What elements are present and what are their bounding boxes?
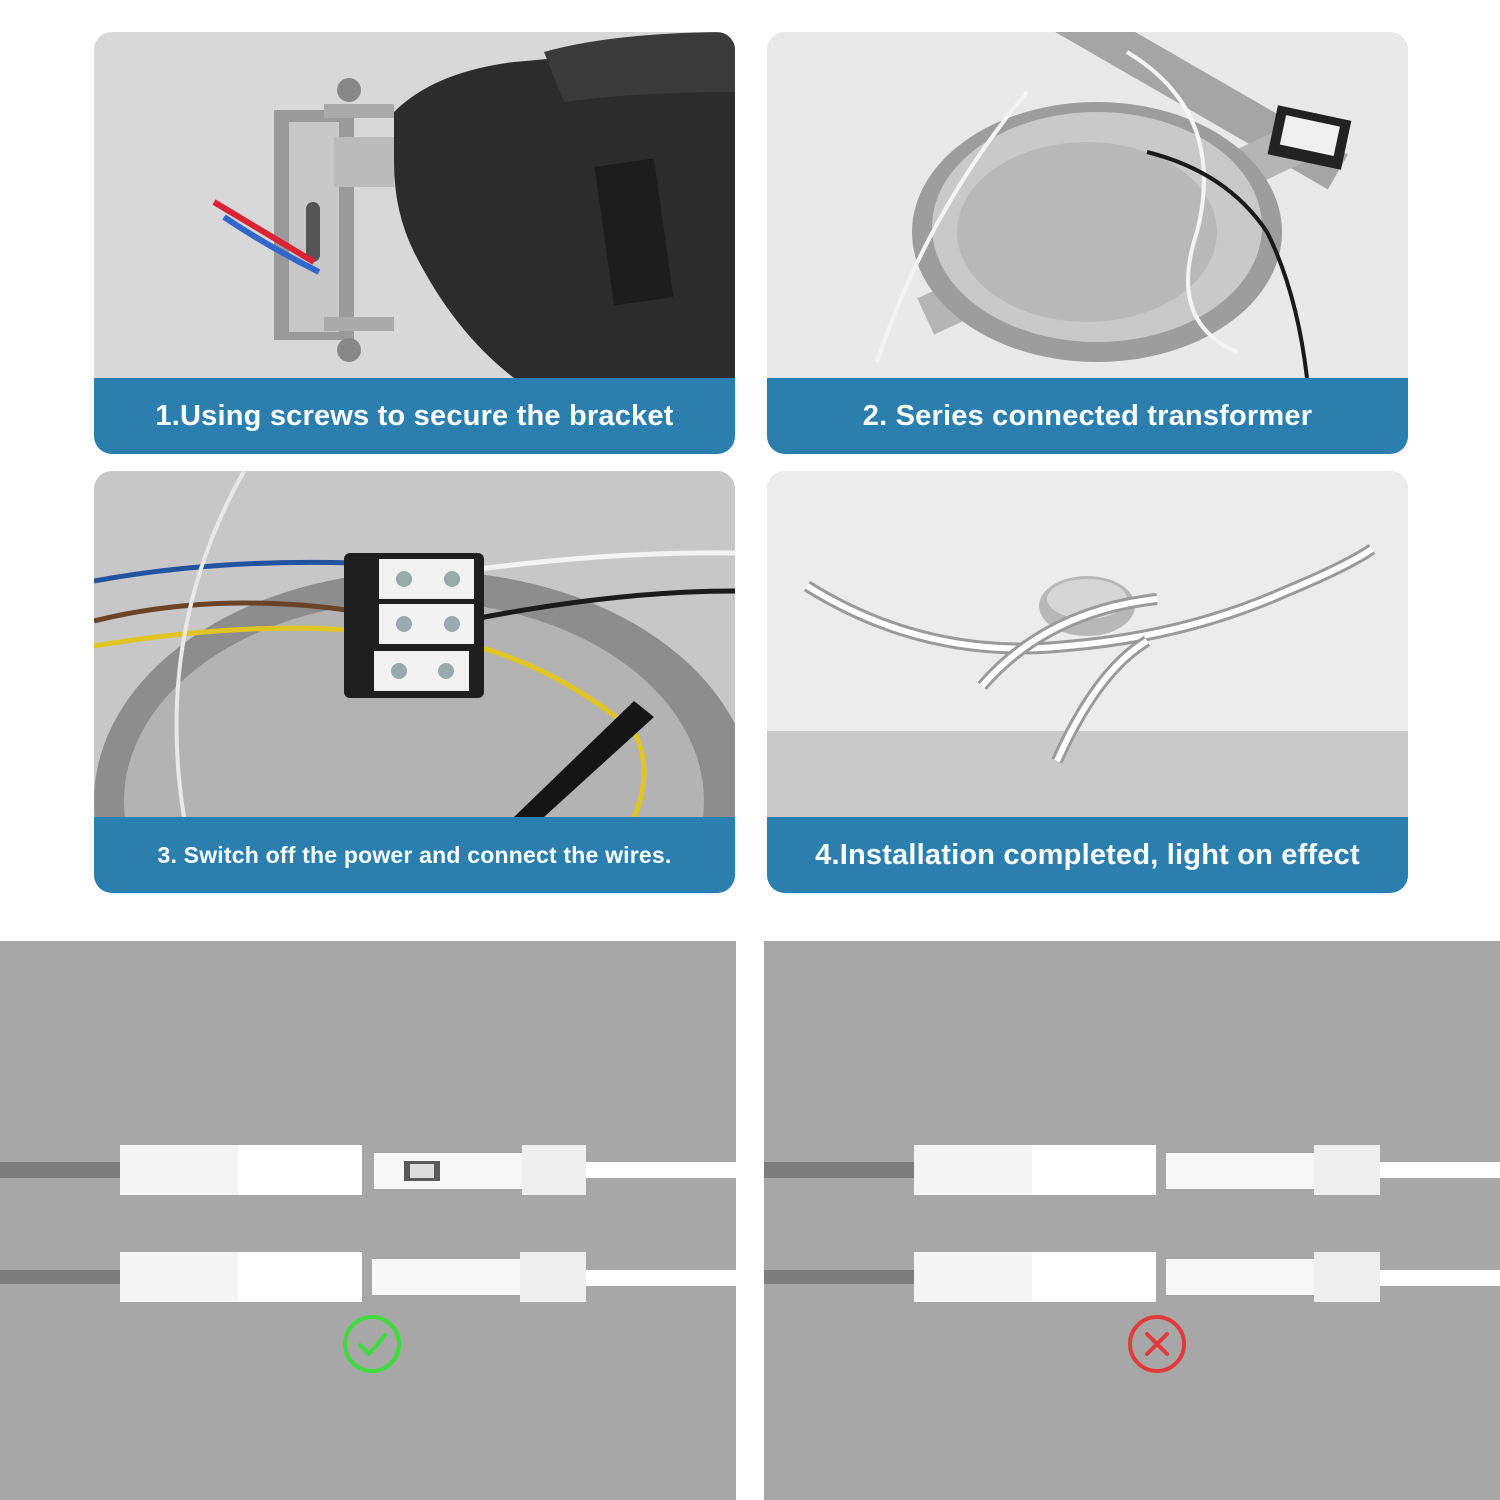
step-card-3: 3. Switch off the power and connect the …: [94, 471, 735, 893]
step-card-2: 2. Series connected transformer: [767, 32, 1408, 454]
step-3-caption: 3. Switch off the power and connect the …: [94, 817, 735, 893]
step-1-photo-drill-bracket: [94, 32, 735, 378]
step-card-4: 4.Installation completed, light on effec…: [767, 471, 1408, 893]
connector-correct-panel: [0, 941, 736, 1500]
step-4-photo-ceiling-light: [767, 471, 1408, 817]
x-circle-icon: [1126, 1313, 1188, 1375]
step-2-photo-transformer: [767, 32, 1408, 378]
connector-incorrect-diagram: [764, 1145, 1500, 1302]
connector-correct-diagram: [0, 1145, 736, 1302]
step-card-1: 1.Using screws to secure the bracket: [94, 32, 735, 454]
check-circle-icon: [341, 1313, 403, 1375]
step-2-caption: 2. Series connected transformer: [767, 378, 1408, 454]
connector-incorrect-panel: [764, 941, 1500, 1500]
step-4-caption: 4.Installation completed, light on effec…: [767, 817, 1408, 893]
step-1-caption: 1.Using screws to secure the bracket: [94, 378, 735, 454]
step-3-photo-wire-connector: [94, 471, 735, 817]
